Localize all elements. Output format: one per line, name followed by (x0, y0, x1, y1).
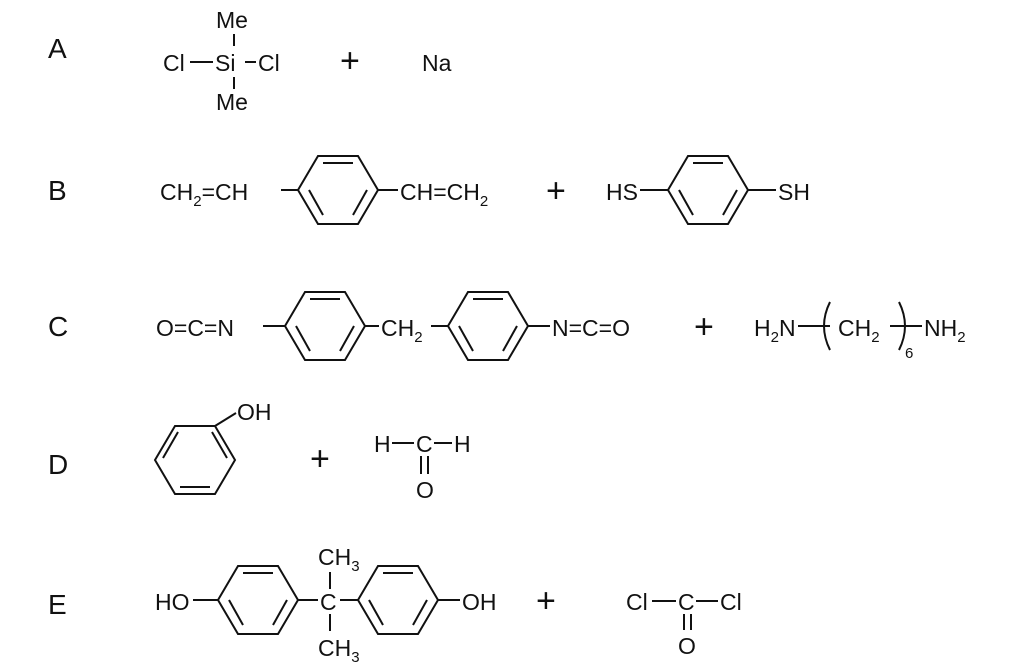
sodium: Na (422, 50, 452, 76)
silicon-atom: Si (215, 50, 235, 76)
label-e: E (48, 589, 67, 620)
phosgene-carbon: C (678, 589, 695, 615)
reaction-a: A Me Cl Si Cl Me + Na (48, 7, 452, 115)
chlorine-right: Cl (258, 50, 280, 76)
methyl-bottom: Me (216, 89, 248, 115)
plus-sign-d: + (310, 440, 330, 478)
plus-sign-a: + (340, 42, 360, 80)
reaction-d: D OH + H C H O (48, 399, 471, 503)
reaction-b: B CH2=CH CH=CH2 + HS SH (48, 155, 810, 225)
reaction-c: C O=C=N CH2 N=C=O + H2N CH2 6 NH2 (48, 291, 966, 362)
phosgene-cl-left: Cl (626, 589, 648, 615)
methylene-repeat: CH2 (838, 315, 880, 346)
vinyl-right: CH=CH2 (400, 179, 488, 210)
repeat-bracket-right (898, 301, 906, 351)
diamine-h2n: H2N (754, 315, 796, 346)
repeat-bracket-left (823, 301, 831, 351)
isocyanate-left: O=C=N (156, 315, 234, 341)
methyl-bottom-e: CH3 (318, 635, 360, 666)
formaldehyde-carbon: C (416, 431, 433, 457)
bond-ring-oh (214, 412, 237, 427)
phosgene-cl-right: Cl (720, 589, 742, 615)
quaternary-carbon: C (320, 589, 337, 615)
phosgene-oxygen: O (678, 633, 696, 659)
diamine-nh2: NH2 (924, 315, 966, 346)
plus-sign-c: + (694, 308, 714, 346)
vinyl-left-ch2: CH2=CH (160, 179, 248, 210)
benzene-ring-c2 (446, 291, 530, 361)
hydroxyl-right-e: OH (462, 589, 497, 615)
plus-sign-b: + (546, 172, 566, 210)
formaldehyde-h-left: H (374, 431, 391, 457)
label-c: C (48, 311, 68, 342)
hydroxyl-d: OH (237, 399, 272, 425)
label-d: D (48, 449, 68, 480)
thiol-right: SH (778, 179, 810, 205)
benzene-ring-c1 (283, 291, 367, 361)
hydroxyl-left-e: HO (155, 589, 190, 615)
formaldehyde-oxygen: O (416, 477, 434, 503)
repeat-count: 6 (905, 345, 913, 362)
benzene-ring-e2 (356, 565, 440, 635)
methyl-top: Me (216, 7, 248, 33)
reaction-e: E HO CH3 C CH3 OH + Cl C Cl O (48, 544, 742, 666)
benzene-ring-e1 (216, 565, 300, 635)
methyl-top-e: CH3 (318, 544, 360, 575)
phenol-ring (153, 425, 237, 495)
isocyanate-right: N=C=O (552, 315, 630, 341)
thiol-left: HS (606, 179, 638, 205)
label-a: A (48, 33, 67, 64)
label-b: B (48, 175, 67, 206)
formaldehyde-h-right: H (454, 431, 471, 457)
benzene-ring-b1 (296, 155, 380, 225)
chlorine-left: Cl (163, 50, 185, 76)
plus-sign-e: + (536, 582, 556, 620)
methylene-bridge: CH2 (381, 315, 423, 346)
benzene-ring-b2 (666, 155, 750, 225)
